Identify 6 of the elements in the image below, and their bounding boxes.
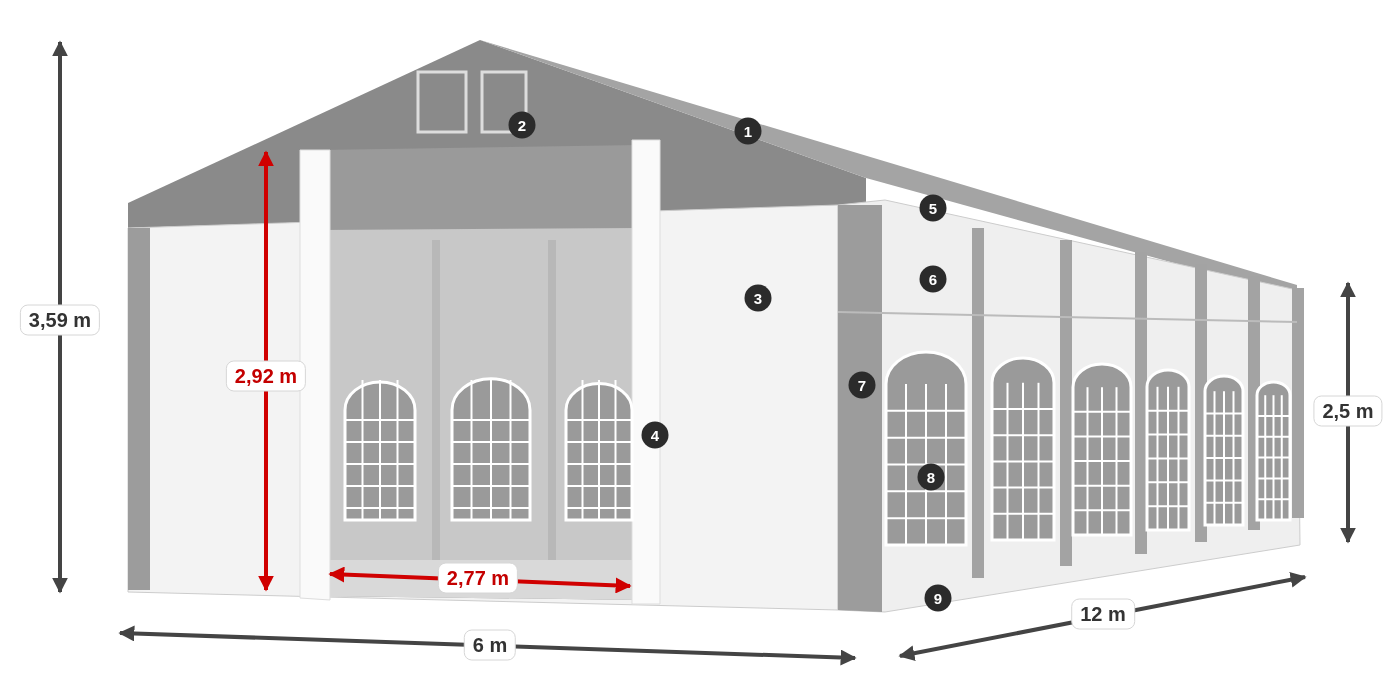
dimension-label: 3,59 m (19, 304, 101, 336)
dimension-label: 2,77 m (437, 562, 519, 594)
dimension-label: 2,92 m (225, 360, 307, 392)
dimension-label: 12 m (1071, 598, 1135, 630)
dimension-label: 6 m (463, 629, 517, 661)
dimension-label: 2,5 m (1313, 395, 1383, 427)
